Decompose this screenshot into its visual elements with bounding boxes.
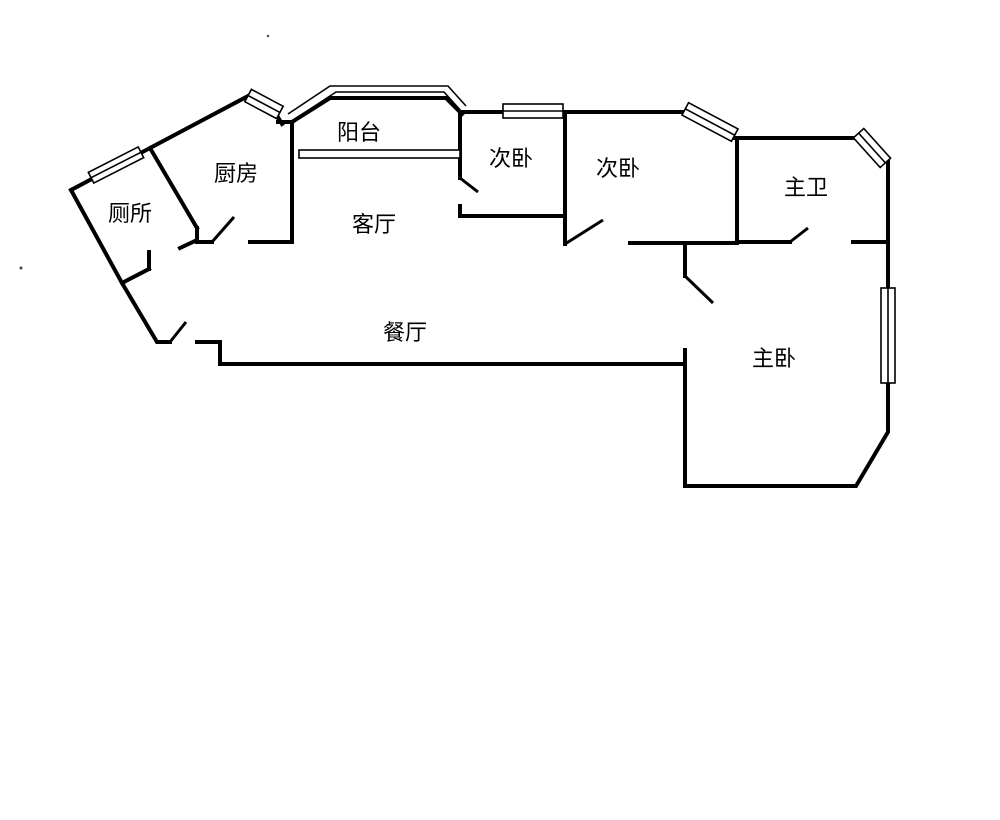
door-kitchen [210, 216, 236, 243]
door-toilet-inner [121, 267, 150, 285]
wall-east-lower [683, 348, 890, 488]
wall-kitchen-right [248, 120, 294, 244]
label-balcony: 阳台 [337, 121, 381, 146]
window-kitchen [243, 88, 285, 120]
window-bedroom2b [680, 101, 740, 143]
wall-dining-south [195, 340, 687, 366]
door-bedroom2b [564, 218, 604, 246]
balcony-railing [287, 85, 467, 159]
wall-balcony-top [289, 96, 465, 125]
wall-toilet-kitchen [177, 237, 200, 251]
wall-kitchen-outer [147, 92, 253, 151]
room-labels: 厕所 厨房 阳台 客厅 次卧 次卧 主卫 餐厅 主卧 [108, 121, 828, 372]
wall-bedroom2a-bottom [458, 204, 567, 218]
label-kitchen: 厨房 [214, 162, 258, 187]
window-bedroom2a [502, 103, 564, 119]
walls [68, 92, 890, 488]
door-masterbed [683, 274, 715, 305]
door-bedroom2a [459, 176, 479, 194]
window-masterbed [880, 287, 896, 384]
label-living-room: 客厅 [352, 213, 396, 238]
label-toilet: 厕所 [108, 202, 152, 227]
wall-toilet-left [68, 187, 172, 344]
window-toilet [87, 145, 145, 185]
window-masterbath [852, 127, 892, 169]
label-master-bedroom: 主卧 [752, 347, 796, 372]
scan-speck [266, 34, 270, 38]
door-toilet [168, 321, 188, 343]
door-masterbath [789, 226, 809, 244]
label-master-bath: 主卫 [784, 176, 828, 201]
label-dining-room: 餐厅 [383, 321, 427, 346]
scan-speck [19, 266, 23, 270]
doors [121, 176, 809, 343]
wall-bedroom2a-right [561, 110, 567, 220]
balcony-slider [298, 149, 461, 159]
windows [87, 88, 896, 384]
label-second-bedroom-2: 次卧 [596, 157, 640, 182]
label-second-bedroom-1: 次卧 [489, 147, 533, 172]
